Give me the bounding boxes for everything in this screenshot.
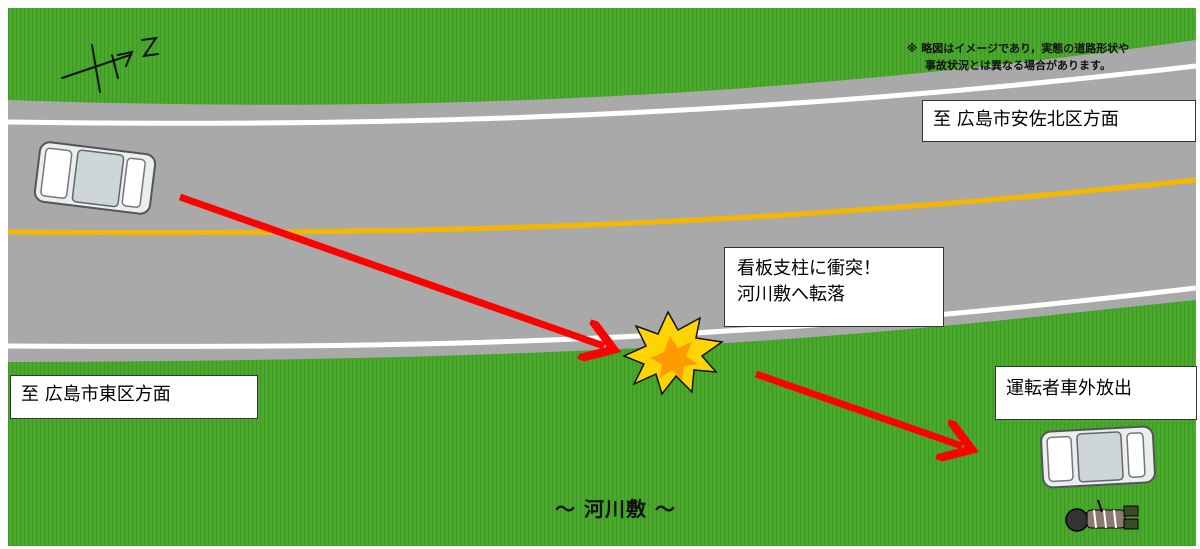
road-edge-bottom [7,285,1197,349]
trajectory-arrow [754,370,962,446]
north-arrow-icon [61,36,159,93]
car-icon [1040,425,1156,489]
disclaimer-line-1: ※ 略図はイメージであり，実態の道路形状や [906,42,1130,55]
person-icon [1065,499,1139,532]
road-edge-top [7,63,1197,126]
driver-ejected-label: 運転者車外放出 [995,366,1197,420]
direction-label-south: 至 広島市東区方面 [10,375,258,419]
disclaimer-note: ※ 略図はイメージであり，実態の道路形状や 事故状況とは異なる場合があります。 [848,40,1188,74]
riverbank-label: ～ 河川敷 ～ [555,497,676,521]
disclaimer-line-2: 事故状況とは異なる場合があります。 [925,59,1111,72]
crash-line-1: 看板支柱に衝突！ [737,258,881,279]
explosion-core [650,336,698,380]
crash-line-2: 河川敷へ転落 [737,284,845,305]
crash-description-box: 看板支柱に衝突！ 河川敷へ転落 [724,247,944,327]
trajectory-arrow [178,193,604,346]
direction-label-north: 至 広島市安佐北区方面 [922,100,1196,142]
center-line [7,177,1197,236]
car-icon [33,141,157,215]
